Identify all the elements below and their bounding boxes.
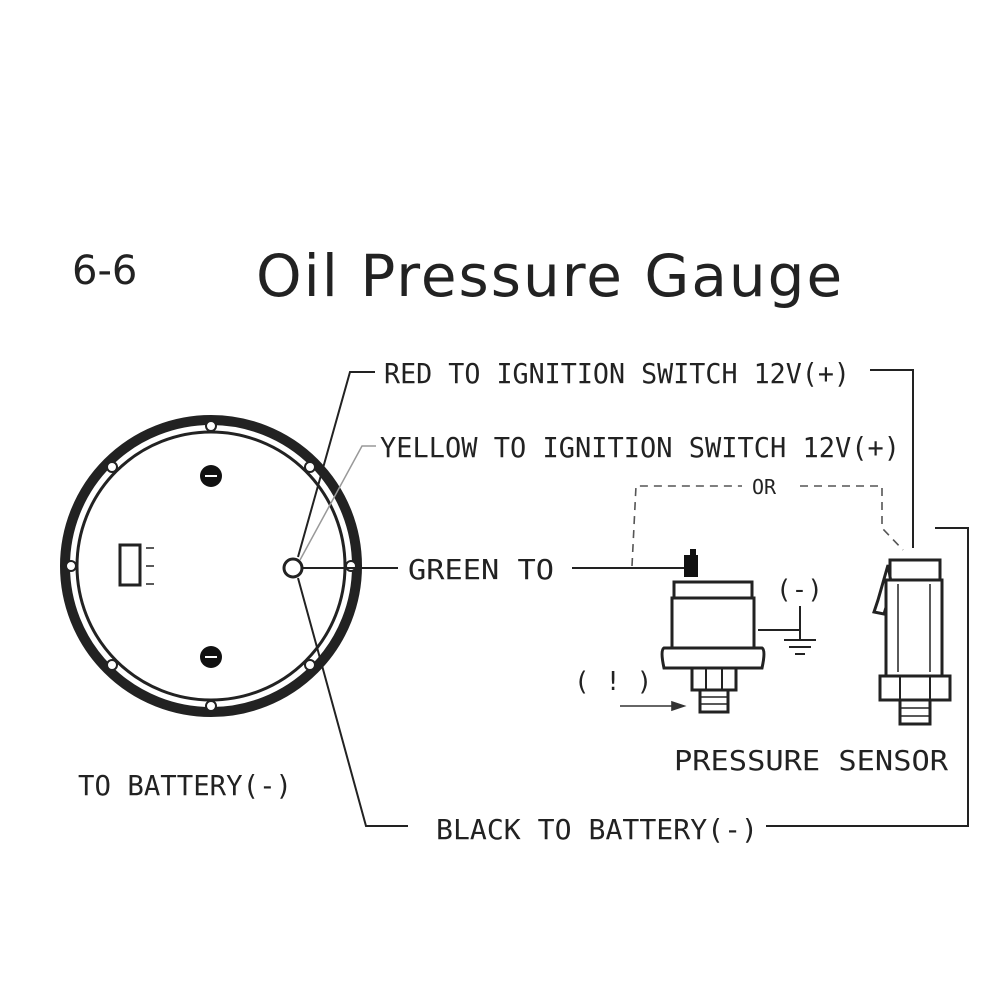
caution-label: ( ! )	[574, 667, 652, 697]
sender-hex-nut	[690, 666, 738, 692]
pressure-sensor-unit	[872, 558, 952, 726]
wire-lines	[297, 369, 969, 827]
sensor-body	[884, 578, 944, 678]
gauge-signal-terminal	[282, 557, 304, 579]
caution-arrow	[620, 700, 687, 712]
diagram-title: Oil Pressure Gauge	[256, 242, 844, 310]
sensor-thread	[898, 698, 932, 726]
green-wire-label: GREEN TO	[408, 553, 554, 586]
sender-terminal-post	[684, 555, 698, 577]
sender-thread	[698, 688, 730, 714]
red-wire-label: RED TO IGNITION SWITCH 12V(+)	[384, 357, 850, 390]
yellow-wire-label: YELLOW TO IGNITION SWITCH 12V(+)	[380, 431, 900, 464]
sender-cap	[672, 580, 754, 600]
ground-symbol	[784, 639, 816, 655]
ground-label: (-)	[776, 575, 823, 605]
gauge-connector-block	[118, 543, 154, 587]
gauge-rear-view	[60, 415, 362, 717]
black-wire-label: BLACK TO BATTERY(-)	[436, 813, 758, 846]
yellow-wire-leader	[299, 445, 376, 561]
to-battery-label: TO BATTERY(-)	[78, 769, 292, 802]
red-wire-to-sensor	[870, 369, 914, 548]
mounting-screw-bottom	[200, 646, 222, 668]
figure-number: 6-6	[72, 248, 137, 294]
pressure-sender-unit	[660, 549, 766, 714]
mounting-screw-top	[200, 465, 222, 487]
black-wire-to-sensor	[766, 527, 969, 827]
red-wire-leader	[297, 371, 375, 558]
or-label: OR	[752, 475, 777, 499]
gauge-bezel-notches	[65, 420, 357, 712]
sensor-hex-nut	[878, 674, 952, 702]
sender-body	[670, 596, 756, 650]
or-dashed-path	[631, 485, 904, 567]
sender-flange	[660, 646, 766, 670]
black-wire-leader	[297, 577, 408, 827]
sensor-connector-head	[888, 558, 942, 582]
pressure-sensor-label: PRESSURE SENSOR	[674, 744, 948, 777]
